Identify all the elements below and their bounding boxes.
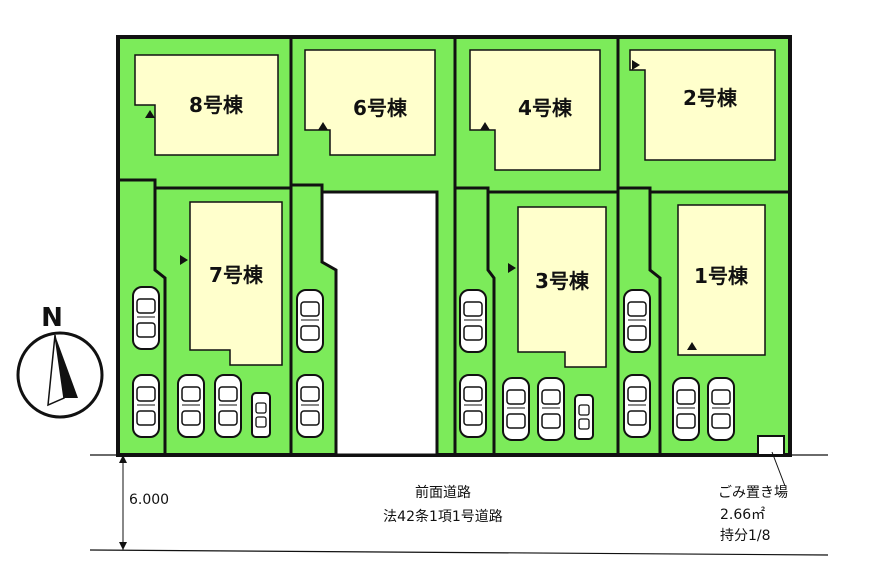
building-6[interactable]: 6号棟 xyxy=(304,49,436,156)
parking-space xyxy=(214,374,242,438)
building-label: 1号棟 xyxy=(694,264,749,288)
building-3[interactable]: 3号棟 xyxy=(508,206,607,368)
parking-space xyxy=(296,374,324,438)
lot-boundary-3 xyxy=(455,186,618,455)
building-2[interactable]: 2号棟 xyxy=(629,49,776,161)
garbage-share: 持分1/8 xyxy=(720,528,771,544)
building-label: 2号棟 xyxy=(683,86,738,110)
parking-space xyxy=(623,289,651,353)
building-label: 4号棟 xyxy=(518,96,573,120)
building-7[interactable]: 7号棟 xyxy=(180,201,283,366)
building-label: 7号棟 xyxy=(209,263,264,287)
lot-boundary-6 xyxy=(291,183,324,262)
parking-space xyxy=(177,374,205,438)
bicycle-space xyxy=(251,392,271,438)
garbage-station[interactable] xyxy=(757,435,785,456)
road-type: 法42条1項1号道路 xyxy=(383,508,503,525)
parking-space xyxy=(707,377,735,441)
parking-space xyxy=(672,377,700,441)
parking-space xyxy=(459,289,487,353)
parking-space xyxy=(132,286,160,350)
vacant-area xyxy=(320,190,439,457)
garbage-area: 2.66㎡ xyxy=(720,507,765,523)
compass: N xyxy=(16,303,104,419)
lot-boundary-1 xyxy=(618,186,790,455)
north-label: N xyxy=(41,303,63,333)
building-label: 3号棟 xyxy=(535,269,590,293)
north-arrow-icon xyxy=(47,334,78,407)
road-width: 6.000 xyxy=(129,492,169,508)
lot-boundary-7 xyxy=(118,178,291,455)
building-4[interactable]: 4号棟 xyxy=(469,49,601,171)
bicycle-space xyxy=(574,394,594,440)
parking-space xyxy=(623,374,651,438)
road-name: 前面道路 xyxy=(415,484,471,501)
road-edge-bottom xyxy=(89,549,829,556)
parking-space xyxy=(537,377,565,441)
garbage-label: ごみ置き場 xyxy=(718,485,788,501)
parking-space xyxy=(296,289,324,353)
parking-space xyxy=(132,374,160,438)
parking-space xyxy=(459,374,487,438)
building-8[interactable]: 8号棟 xyxy=(134,54,279,156)
building-1[interactable]: 1号棟 xyxy=(677,204,766,356)
leader-line xyxy=(771,451,786,487)
parking-space xyxy=(502,377,530,441)
building-label: 8号棟 xyxy=(189,93,244,117)
building-label: 6号棟 xyxy=(353,96,408,120)
